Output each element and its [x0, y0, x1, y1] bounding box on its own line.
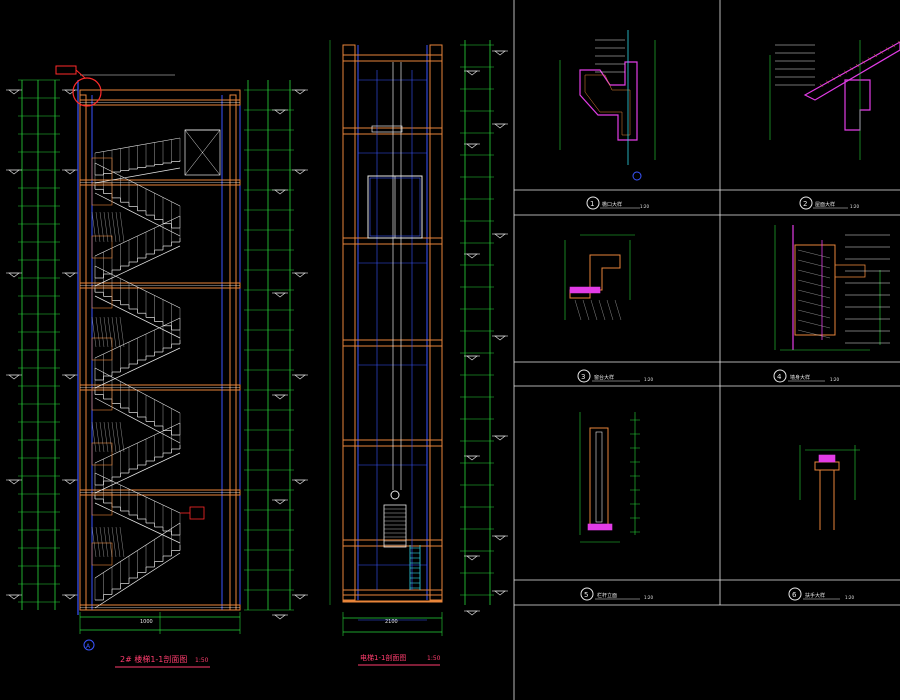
svg-text:2: 2	[803, 200, 807, 208]
svg-text:1:20: 1:20	[830, 377, 839, 382]
detail-drawings	[559, 30, 900, 543]
detail-title-2: 2 屋面大样 1:20	[799, 196, 859, 210]
svg-text:檐口大样: 檐口大样	[602, 201, 622, 208]
axis-bubble	[83, 639, 95, 651]
elevator-section-scale: 1:50	[427, 655, 441, 662]
svg-text:窗台大样: 窗台大样	[594, 374, 614, 381]
elevator-section-title: 电梯1-1剖面图	[360, 653, 406, 662]
svg-text:1:20: 1:20	[644, 595, 653, 600]
svg-text:屋面大样: 屋面大样	[815, 201, 835, 208]
elevator-section-drawing	[329, 40, 508, 636]
svg-text:1:20: 1:20	[845, 595, 854, 600]
svg-text:1:20: 1:20	[640, 204, 649, 209]
stair-section-title: 2# 楼梯1-1剖面图	[120, 654, 187, 664]
svg-text:6: 6	[792, 591, 797, 599]
svg-text:3: 3	[581, 373, 585, 381]
axis-bubble-label: A	[86, 643, 91, 650]
svg-text:扶手大样: 扶手大样	[805, 592, 825, 599]
stair-section-drawing	[6, 65, 308, 634]
detail-title-3: 3 窗台大样 1:20	[577, 369, 653, 383]
detail-title-1: 1 檐口大样 1:20	[586, 196, 649, 210]
stair-section-scale: 1:50	[195, 657, 209, 664]
detail-panel-frame	[513, 0, 900, 700]
detail-title-4: 4 墙身大样 1:20	[773, 369, 839, 383]
svg-text:4: 4	[777, 373, 782, 381]
svg-text:栏杆立面: 栏杆立面	[597, 592, 617, 599]
detail-title-5: 5 栏杆立面 1:20	[580, 587, 653, 601]
svg-text:墙身大样: 墙身大样	[790, 374, 810, 381]
svg-text:1:20: 1:20	[850, 204, 859, 209]
svg-text:1: 1	[590, 200, 594, 208]
detail-title-6: 6 扶手大样 1:20	[788, 587, 854, 601]
elevator-section-bottom-dim: 2100	[385, 619, 398, 625]
svg-text:1:20: 1:20	[644, 377, 653, 382]
stair-section-bottom-dim: 1000	[140, 619, 153, 625]
svg-text:5: 5	[584, 591, 588, 599]
